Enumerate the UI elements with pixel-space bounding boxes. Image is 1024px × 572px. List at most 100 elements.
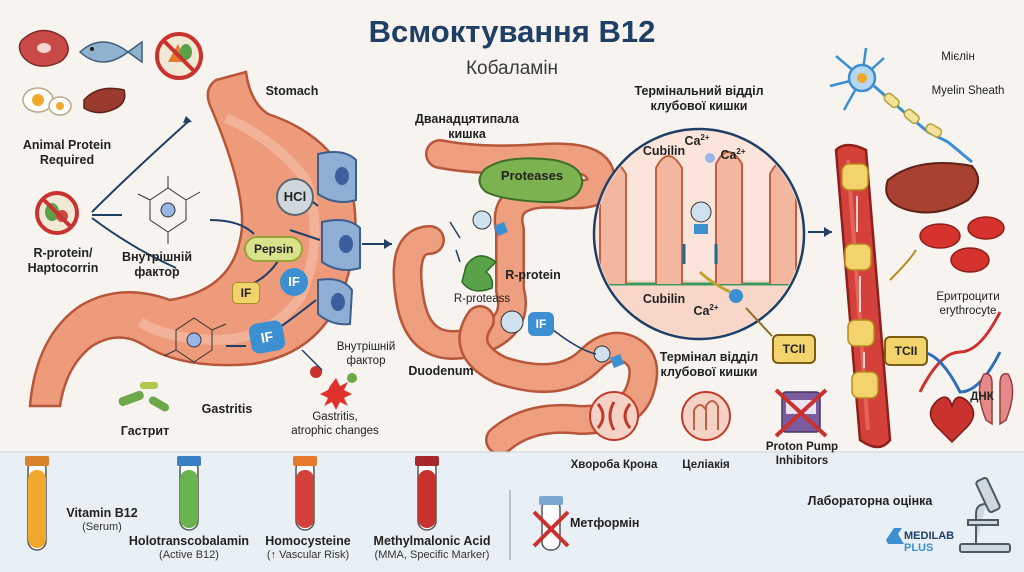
if-text-2: IF: [288, 274, 300, 289]
erythro-label: Еритроцити erythrocyte: [936, 291, 1000, 317]
duodenum-en-label: Duodenum: [408, 364, 474, 378]
egg-icon: [22, 87, 72, 116]
brand-line2: PLUS: [904, 542, 934, 554]
tube-b12-label: Vitamin B12 (Serum): [52, 506, 152, 534]
stomach-if-label: Внутрішній фактор: [336, 341, 396, 367]
duodenum-if-badge: IF: [528, 312, 554, 336]
tube-homocysteine-label: Homocysteine (↑ Vascular Risk): [256, 534, 360, 562]
animal-protein-label: Animal Protein Required: [22, 138, 112, 167]
parietal-cells: [317, 151, 361, 326]
hcl-text: HCl: [283, 189, 307, 204]
stomach-label: Stomach: [265, 84, 319, 98]
ca-top-1: Ca2+: [682, 130, 712, 149]
duodenum-r-protein-label: R-protein: [505, 268, 561, 282]
blood-vessel-icon: [834, 143, 892, 449]
pancreas-icon: [478, 157, 584, 204]
brand-line1: MEDILAB: [904, 530, 955, 542]
meat-icon: [18, 29, 69, 67]
tube-b12-sub: (Serum): [82, 521, 122, 533]
if-badge-3: IF: [247, 319, 287, 355]
tube-holotc-name: Holotranscobalamin: [128, 534, 250, 548]
ca-bottom: Ca2+: [686, 300, 726, 319]
cubilin-top-label: Cubilin: [638, 144, 690, 159]
duodenum-if-text: IF: [535, 317, 547, 331]
microscope-icon: [959, 477, 1011, 553]
dna-icon: [918, 311, 1002, 394]
cubilin-top-text: Cubilin: [642, 144, 686, 158]
ppi-label: Proton Pump Inhibitors: [765, 441, 839, 467]
brand-name: MEDILAB PLUS: [904, 530, 964, 554]
tube-mma-sub: (MMA, Specific Marker): [374, 549, 490, 561]
tube-holotc: [177, 456, 201, 531]
page-subtitle: Кобаламін: [465, 58, 559, 79]
tcii-badge-ileum: TCII: [772, 334, 816, 364]
atrophic-label: Gastritis, atrophic changes: [291, 411, 379, 437]
tube-mma: [415, 456, 439, 531]
hcl-badge: HCl: [276, 178, 314, 216]
r-protein-icon: [461, 255, 498, 292]
proteases-label: Proteases: [500, 168, 564, 183]
metformin-icon: [532, 496, 570, 551]
gastritis-ua-label: Гастрит: [120, 424, 170, 438]
pill-box-icon: [774, 388, 828, 438]
crohn-label: Хвороба Крона: [570, 459, 658, 471]
myelin-ua-label: Мієлін: [941, 51, 975, 63]
celiac-label: Целіакія: [682, 459, 730, 471]
b12-molecule: [137, 176, 201, 244]
pepsin-text: Pepsin: [254, 242, 294, 256]
duodenum-molecules: [472, 210, 624, 368]
tube-mma-label: Methylmalonic Acid (MMA, Specific Marker…: [362, 534, 502, 562]
heart-icon: [929, 396, 975, 444]
pepsin-badge: Pepsin: [244, 236, 304, 262]
lungs-icon: [978, 372, 1014, 426]
liver-right-icon: [885, 162, 979, 214]
ca-top-1-text: Ca: [684, 134, 701, 149]
if-text-3: IF: [259, 328, 275, 346]
if-badge-2: IF: [280, 268, 308, 296]
tube-homocysteine-sub: (↑ Vascular Risk): [266, 549, 350, 561]
if-badge-1: IF: [232, 282, 260, 304]
celiac-icon: [681, 391, 731, 441]
ca-top-2: Ca2+: [716, 144, 750, 163]
tube-mma-name: Methylmalonic Acid: [373, 534, 491, 548]
no-vegetables-icon: [155, 32, 203, 80]
liver-icon: [83, 87, 126, 114]
tcii-text-right: TCII: [894, 344, 918, 358]
tcii-badge-right: TCII: [884, 336, 928, 366]
ca-top-1-sup: 2+: [700, 133, 710, 142]
dna-label: ДНК: [970, 391, 994, 403]
tube-holotc-label: Holotranscobalamin (Active B12): [122, 534, 256, 562]
gastritis-en-label: Gastritis: [201, 402, 253, 416]
ca-top-2-sup: 2+: [736, 147, 746, 156]
atrophy-cells-icon: [310, 366, 357, 410]
ileum-bottom-label: Термінал відділ клубової кишки: [659, 350, 759, 379]
tube-b12: [25, 456, 49, 551]
ca-bottom-text: Ca: [693, 304, 710, 319]
rbc-icon: [919, 216, 1005, 273]
neuron-icon: [829, 47, 973, 164]
tube-holotc-sub: (Active B12): [159, 549, 219, 561]
crohn-icon: [589, 391, 639, 441]
brand-logo: [886, 528, 904, 544]
ca-bottom-sup: 2+: [709, 303, 719, 312]
duodenum-ua-label: Дванадцятипала кишка: [415, 112, 519, 141]
tube-homocysteine-name: Homocysteine: [265, 534, 351, 548]
tube-homocysteine: [293, 456, 317, 531]
tube-b12-name: Vitamin B12: [66, 506, 138, 520]
bacteria-icon: [118, 382, 170, 412]
b12-molecule-2: [163, 317, 227, 363]
no-food-icon: [35, 191, 79, 235]
fish-icon: [78, 40, 143, 64]
intrinsic-factor-label: Внутрішній фактор: [121, 250, 193, 279]
ileum-top-label: Термінальний відділ клубової кишки: [634, 84, 764, 113]
lab-label: Лабораторна оцінка: [807, 494, 933, 508]
if-text-1: IF: [240, 286, 252, 300]
tcii-text-ileum: TCII: [782, 342, 806, 356]
r-protein-label: R-protein/ Haptocorrin: [27, 246, 99, 275]
metformin-label: Метформін: [570, 516, 640, 530]
page-title: Всмоктування В12: [368, 14, 656, 49]
ca-top-2-text: Ca: [720, 148, 737, 163]
stomach-shape: [28, 70, 357, 408]
myelin-en-label: Myelin Sheath: [931, 85, 1005, 97]
